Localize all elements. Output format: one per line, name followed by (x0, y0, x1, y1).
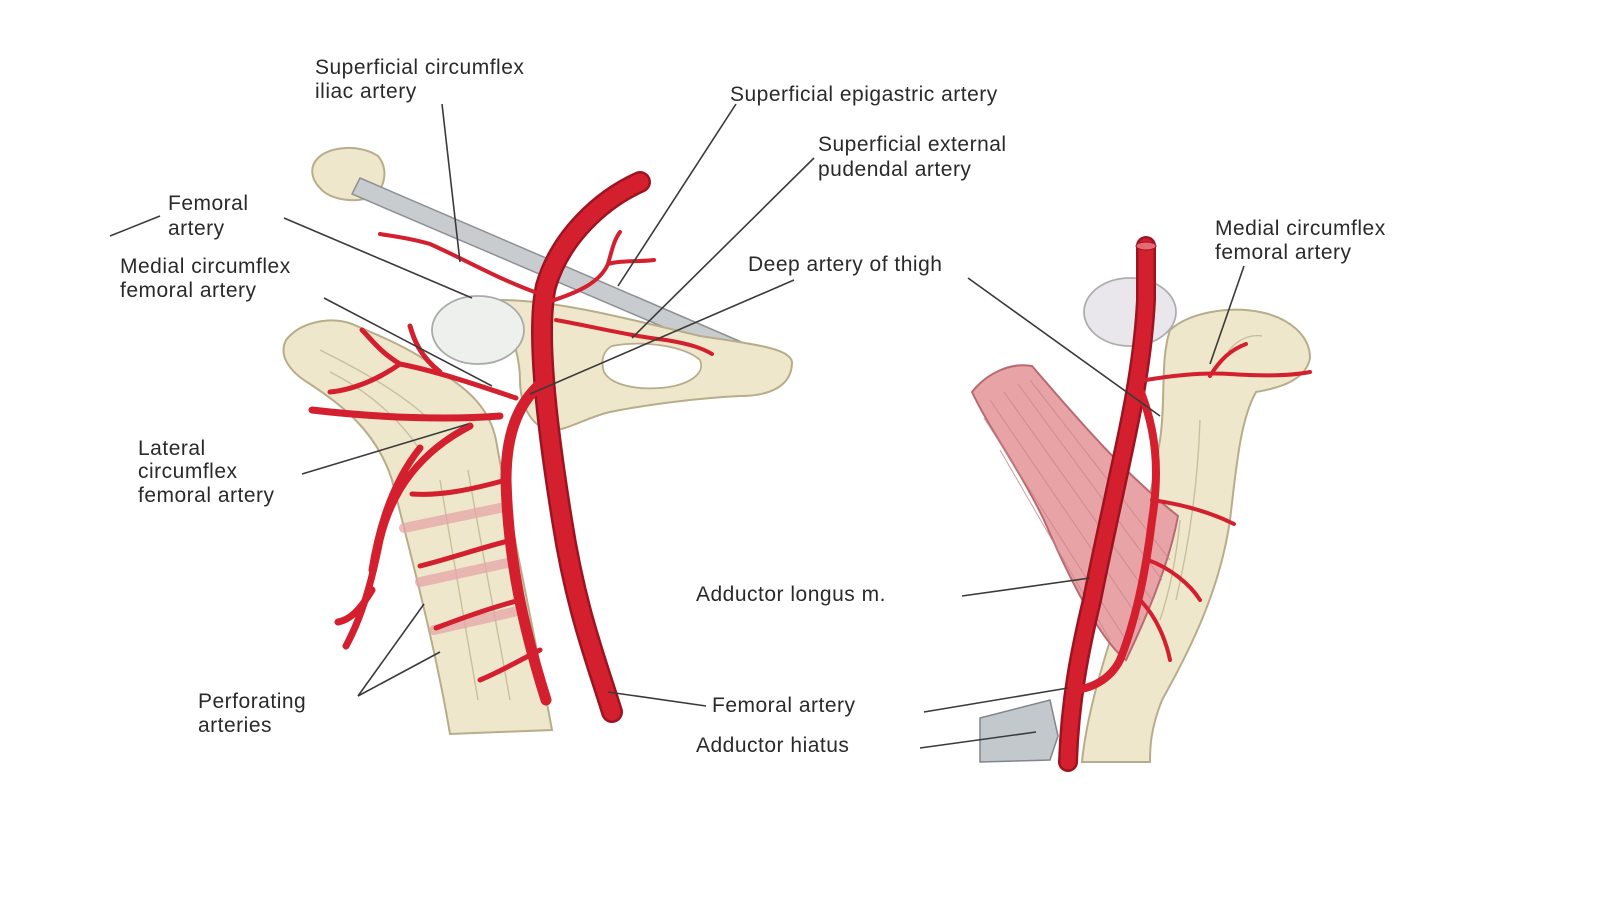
leader-medial-circumflex-right (1209, 265, 1245, 365)
leader-adductor-hiatus (919, 731, 1037, 749)
label-superficial-external-pudendal-1: Superficial external (818, 133, 1007, 156)
leader-superficial-epigastric (617, 103, 737, 287)
label-deep-artery-of-thigh: Deep artery of thigh (748, 253, 942, 276)
adductor-longus-fibers (983, 379, 1171, 641)
leader-femoral-left-tick (109, 215, 161, 237)
leader-femoral-bottom-left (607, 691, 707, 707)
leader-femoral-bottom-right (923, 687, 1069, 713)
label-lateral-circumflex-2: circumflex (138, 460, 238, 483)
deep-artery-right (1066, 386, 1160, 694)
perforating-branches-right (1138, 498, 1236, 662)
label-femoral-artery-left-2: artery (168, 217, 225, 240)
perforating-arteries-left (409, 477, 543, 683)
label-superficial-circumflex-iliac-1: Superficial circumflex (315, 56, 524, 79)
femoral-artery-right-cut (1135, 241, 1157, 251)
leader-perforating-2 (357, 651, 441, 697)
leader-lines (109, 103, 1245, 749)
label-medial-circumflex-left-1: Medial circumflex (120, 255, 291, 278)
femur-left-bands (399, 503, 527, 635)
femoral-head-left (431, 295, 525, 365)
superficial-branches-left (378, 230, 714, 356)
label-lateral-circumflex-1: Lateral (138, 437, 206, 460)
label-femoral-artery-left-1: Femoral (168, 192, 249, 215)
adductor-longus-muscle (970, 364, 1180, 662)
leader-femoral-left (283, 217, 473, 299)
label-femoral-artery-bottom: Femoral artery (712, 694, 856, 717)
femoral-head-right (1083, 277, 1177, 347)
labels: Superficial circumflex iliac artery Supe… (120, 56, 1386, 757)
label-superficial-epigastric: Superficial epigastric artery (730, 83, 998, 106)
leader-lateral-circumflex (301, 423, 469, 475)
label-superficial-circumflex-iliac-2: iliac artery (315, 80, 417, 103)
label-medial-circumflex-right-2: femoral artery (1215, 241, 1352, 264)
leader-superficial-circumflex-iliac (441, 103, 461, 263)
femoral-artery-left (533, 173, 649, 721)
leader-perforating-1 (357, 603, 425, 697)
leader-deep-artery-right (967, 277, 1161, 417)
deep-artery-left (500, 374, 552, 706)
left-figure (282, 146, 794, 736)
label-lateral-circumflex-3: femoral artery (138, 484, 275, 507)
right-figure (970, 236, 1312, 772)
leader-adductor-longus (961, 577, 1091, 597)
label-medial-circumflex-left-2: femoral artery (120, 279, 257, 302)
label-adductor-hiatus: Adductor hiatus (696, 734, 849, 757)
leader-medial-circumflex-left (323, 297, 493, 387)
medial-circumflex-right (1144, 342, 1312, 382)
label-perforating-arteries-2: arteries (198, 714, 272, 737)
femoral-artery-right (1060, 238, 1154, 770)
leader-deep-artery-of-thigh (529, 279, 795, 395)
obturator-foramen (601, 342, 703, 390)
femur-left-shading (319, 349, 511, 701)
label-medial-circumflex-right-1: Medial circumflex (1215, 217, 1386, 240)
adductor-hiatus-plate (979, 699, 1059, 763)
label-adductor-longus: Adductor longus m. (696, 583, 886, 606)
label-perforating-arteries-1: Perforating (198, 690, 306, 713)
label-superficial-external-pudendal-2: pudendal artery (818, 158, 971, 181)
lateral-circumflex-left (308, 406, 504, 650)
leader-superficial-external-pudendal (631, 157, 815, 339)
